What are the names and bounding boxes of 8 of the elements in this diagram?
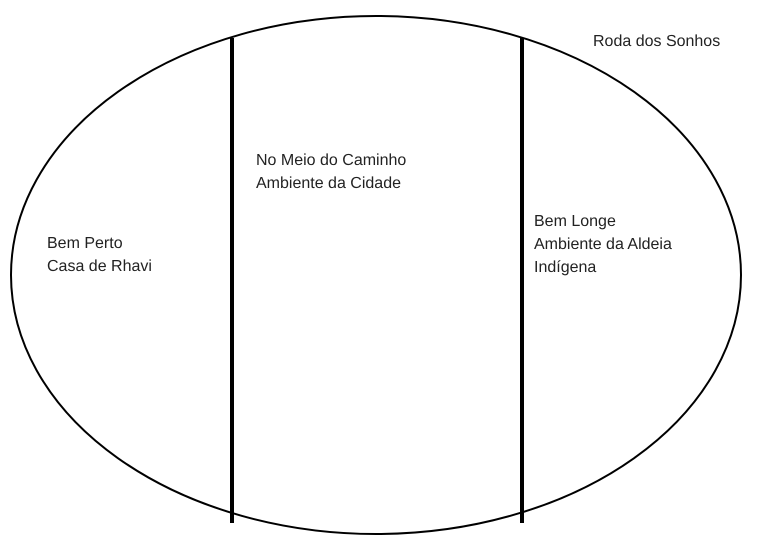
section-text: Ambiente da Cidade (256, 174, 402, 194)
section-heading: No Meio do Caminho (256, 151, 408, 171)
middle-section (230, 38, 524, 523)
section-heading: Bem Longe (534, 212, 617, 232)
section-text: Ambiente da Aldeia Indígena (534, 235, 673, 278)
section-heading: Bem Perto (47, 234, 124, 254)
ellipse-label: Roda dos Sonhos (593, 32, 722, 52)
section-text: Casa de Rhavi (47, 257, 153, 277)
